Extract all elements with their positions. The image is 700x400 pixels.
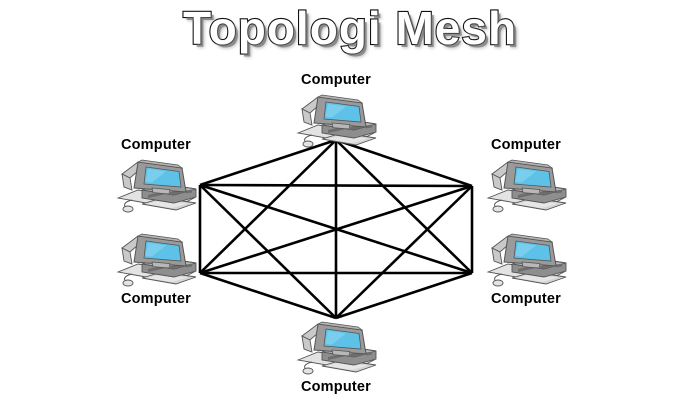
computer-node-label: Computer [120, 137, 192, 153]
computer-node[interactable]: Computer [96, 136, 216, 216]
computer-node-label: Computer [490, 137, 562, 153]
mesh-link [199, 184, 473, 275]
computer-node[interactable]: Computer [276, 316, 396, 396]
page-title: Topologi Mesh [182, 1, 518, 55]
mesh-link [199, 138, 337, 187]
computer-node[interactable]: Computer [276, 71, 396, 151]
mesh-link [335, 185, 473, 319]
computer-icon [296, 94, 377, 148]
computer-node-label: Computer [120, 291, 192, 307]
computer-icon [296, 321, 377, 375]
computer-node[interactable]: Computer [96, 228, 216, 308]
computer-node-label: Computer [490, 291, 562, 307]
computer-icon-holder[interactable] [276, 89, 396, 151]
computer-icon [116, 159, 197, 213]
computer-icon [486, 159, 567, 213]
mesh-link [335, 138, 473, 188]
computer-icon-holder[interactable] [276, 316, 396, 378]
mesh-link [199, 271, 337, 320]
computer-node-label: Computer [300, 379, 372, 395]
computer-node[interactable]: Computer [466, 136, 586, 216]
mesh-link [199, 183, 473, 188]
computer-node[interactable]: Computer [466, 228, 586, 308]
computer-icon-holder[interactable] [96, 228, 216, 290]
computer-icon-holder[interactable] [466, 154, 586, 216]
computer-node-label: Computer [300, 72, 372, 88]
computer-icon-holder[interactable] [96, 154, 216, 216]
computer-icon [116, 233, 197, 287]
computer-icon-holder[interactable] [466, 228, 586, 290]
mesh-link [335, 271, 473, 320]
mesh-links [198, 138, 474, 320]
computer-icon [486, 233, 567, 287]
